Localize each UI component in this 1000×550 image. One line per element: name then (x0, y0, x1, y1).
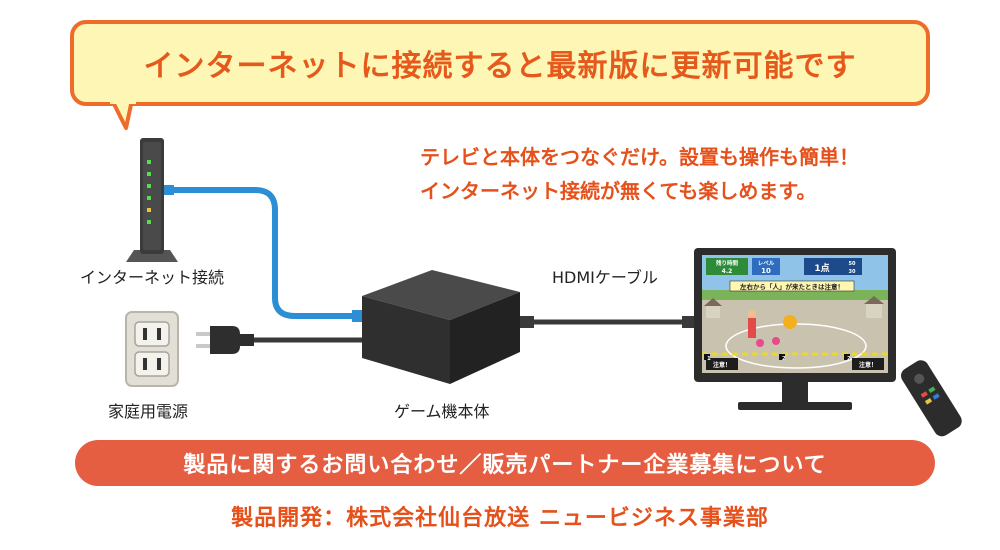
router-icon (126, 138, 178, 262)
tv-score: 1点 (814, 262, 829, 274)
power-plug-icon (196, 326, 254, 354)
tv-score-right: 30 (849, 269, 856, 275)
outlet-label: 家庭用電源 (108, 402, 189, 421)
tv-time-value: 4.2 (722, 268, 733, 275)
tv-time-label: 残り時間 (716, 259, 739, 267)
update-callout-text: インターネットに接続すると最新版に更新可能です (143, 49, 857, 84)
lead-line-1: テレビと本体をつなぐだけ。設置も操作も簡単！ (420, 145, 859, 169)
tv-level-value: 10 (761, 267, 771, 275)
tv-caution-left: 注意！ (713, 361, 731, 369)
lan-plug-router (164, 185, 174, 195)
hdmi-label: HDMIケーブル (552, 268, 658, 287)
callout-tail-mask (110, 96, 136, 104)
inquiry-banner-button[interactable]: 製品に関するお問い合わせ／販売パートナー企業募集について (75, 440, 935, 486)
router-label: インターネット接続 (80, 268, 225, 287)
lead-copy: テレビと本体をつなぐだけ。設置も操作も簡単！ インターネット接続が無くても楽しめ… (420, 140, 940, 208)
remote-control-icon (901, 360, 962, 437)
game-console-icon (362, 270, 520, 384)
wall-outlet-icon (125, 311, 179, 387)
callout-tail (110, 98, 134, 130)
lan-cable (165, 187, 367, 319)
inquiry-banner-label: 製品に関するお問い合わせ／販売パートナー企業募集について (183, 453, 827, 478)
tv-marker-1: 1 (707, 356, 711, 362)
tv-score-left: 50 (849, 261, 856, 267)
tv-caution-right: 注意！ (859, 361, 877, 369)
tv-instruction: 左右から「人」が来たときは注意！ (739, 282, 844, 291)
developer-credit: 製品開発：株式会社仙台放送 ニュービジネス事業部 (231, 506, 769, 531)
console-label: ゲーム機本体 (394, 402, 490, 421)
tv-marker-3: 2 (847, 356, 851, 362)
update-callout: インターネットに接続すると最新版に更新可能です (70, 20, 930, 106)
hdmi-plug-console (520, 316, 534, 328)
tv-hud-text: 残り時間 4.2 レベル 10 1点 50 30 左右から「人」が来たときは注意… (707, 259, 877, 369)
tv-level-label: レベル (758, 260, 775, 267)
tv-marker-2: 2 (782, 356, 786, 362)
hdmi-plug-tv (682, 316, 696, 328)
lead-line-2: インターネット接続が無くても楽しめます。 (420, 179, 817, 203)
television-icon (694, 248, 896, 410)
